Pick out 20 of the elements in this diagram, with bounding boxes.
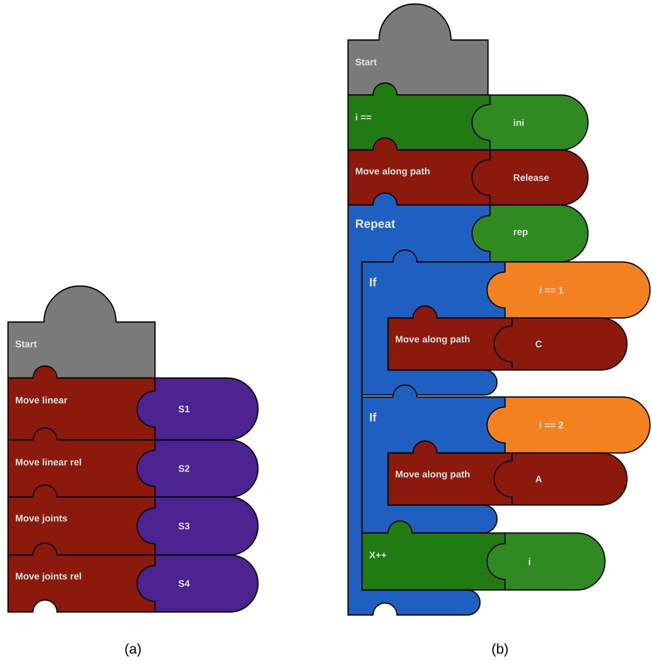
panel-label: (b) (492, 643, 508, 657)
command-block: X++ (361, 520, 506, 591)
parameter-block: ini (471, 94, 589, 151)
parameter-block: S1 (136, 377, 259, 441)
parameter-block: i == 1 (486, 261, 651, 319)
command-block: Move along path (387, 305, 513, 371)
command-block: Move along path (387, 440, 513, 506)
parameter-block: S3 (136, 496, 259, 556)
parameter-block: Release (471, 149, 589, 206)
start-block: Start (7, 285, 156, 379)
parameter-block: S2 (136, 439, 259, 498)
command-block: Move joints rel (7, 542, 156, 613)
parameter-block: i == 2 (486, 396, 651, 454)
start-block: Start (347, 3, 489, 96)
parameter-block: C (493, 317, 628, 371)
parameter-block: S4 (136, 554, 259, 613)
parameter-block: i (486, 532, 606, 591)
parameter-block: rep (471, 204, 589, 263)
parameter-block: A (493, 452, 628, 506)
panel-label: (a) (125, 643, 141, 657)
